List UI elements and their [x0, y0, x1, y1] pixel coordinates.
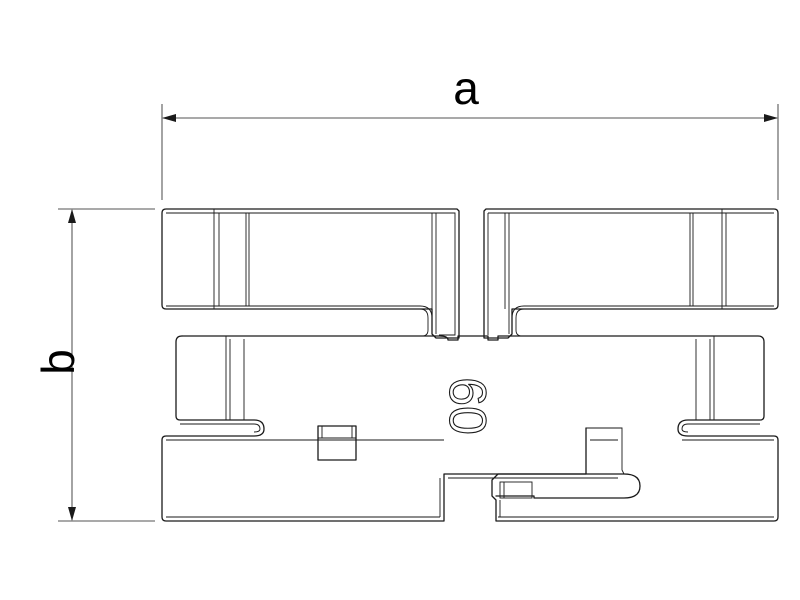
part-outline: 60 — [161, 208, 779, 522]
dimension-a: a — [161, 62, 779, 200]
top-right-block — [483, 208, 779, 339]
slot-left — [317, 425, 357, 461]
top-left-block — [161, 208, 460, 339]
dimension-label-b: b — [32, 349, 84, 375]
dimension-b: b — [32, 208, 155, 522]
dimension-label-a: a — [453, 62, 479, 114]
tab-bottom — [499, 481, 533, 499]
part-marking: 60 — [438, 377, 496, 435]
lower-body — [161, 335, 779, 522]
